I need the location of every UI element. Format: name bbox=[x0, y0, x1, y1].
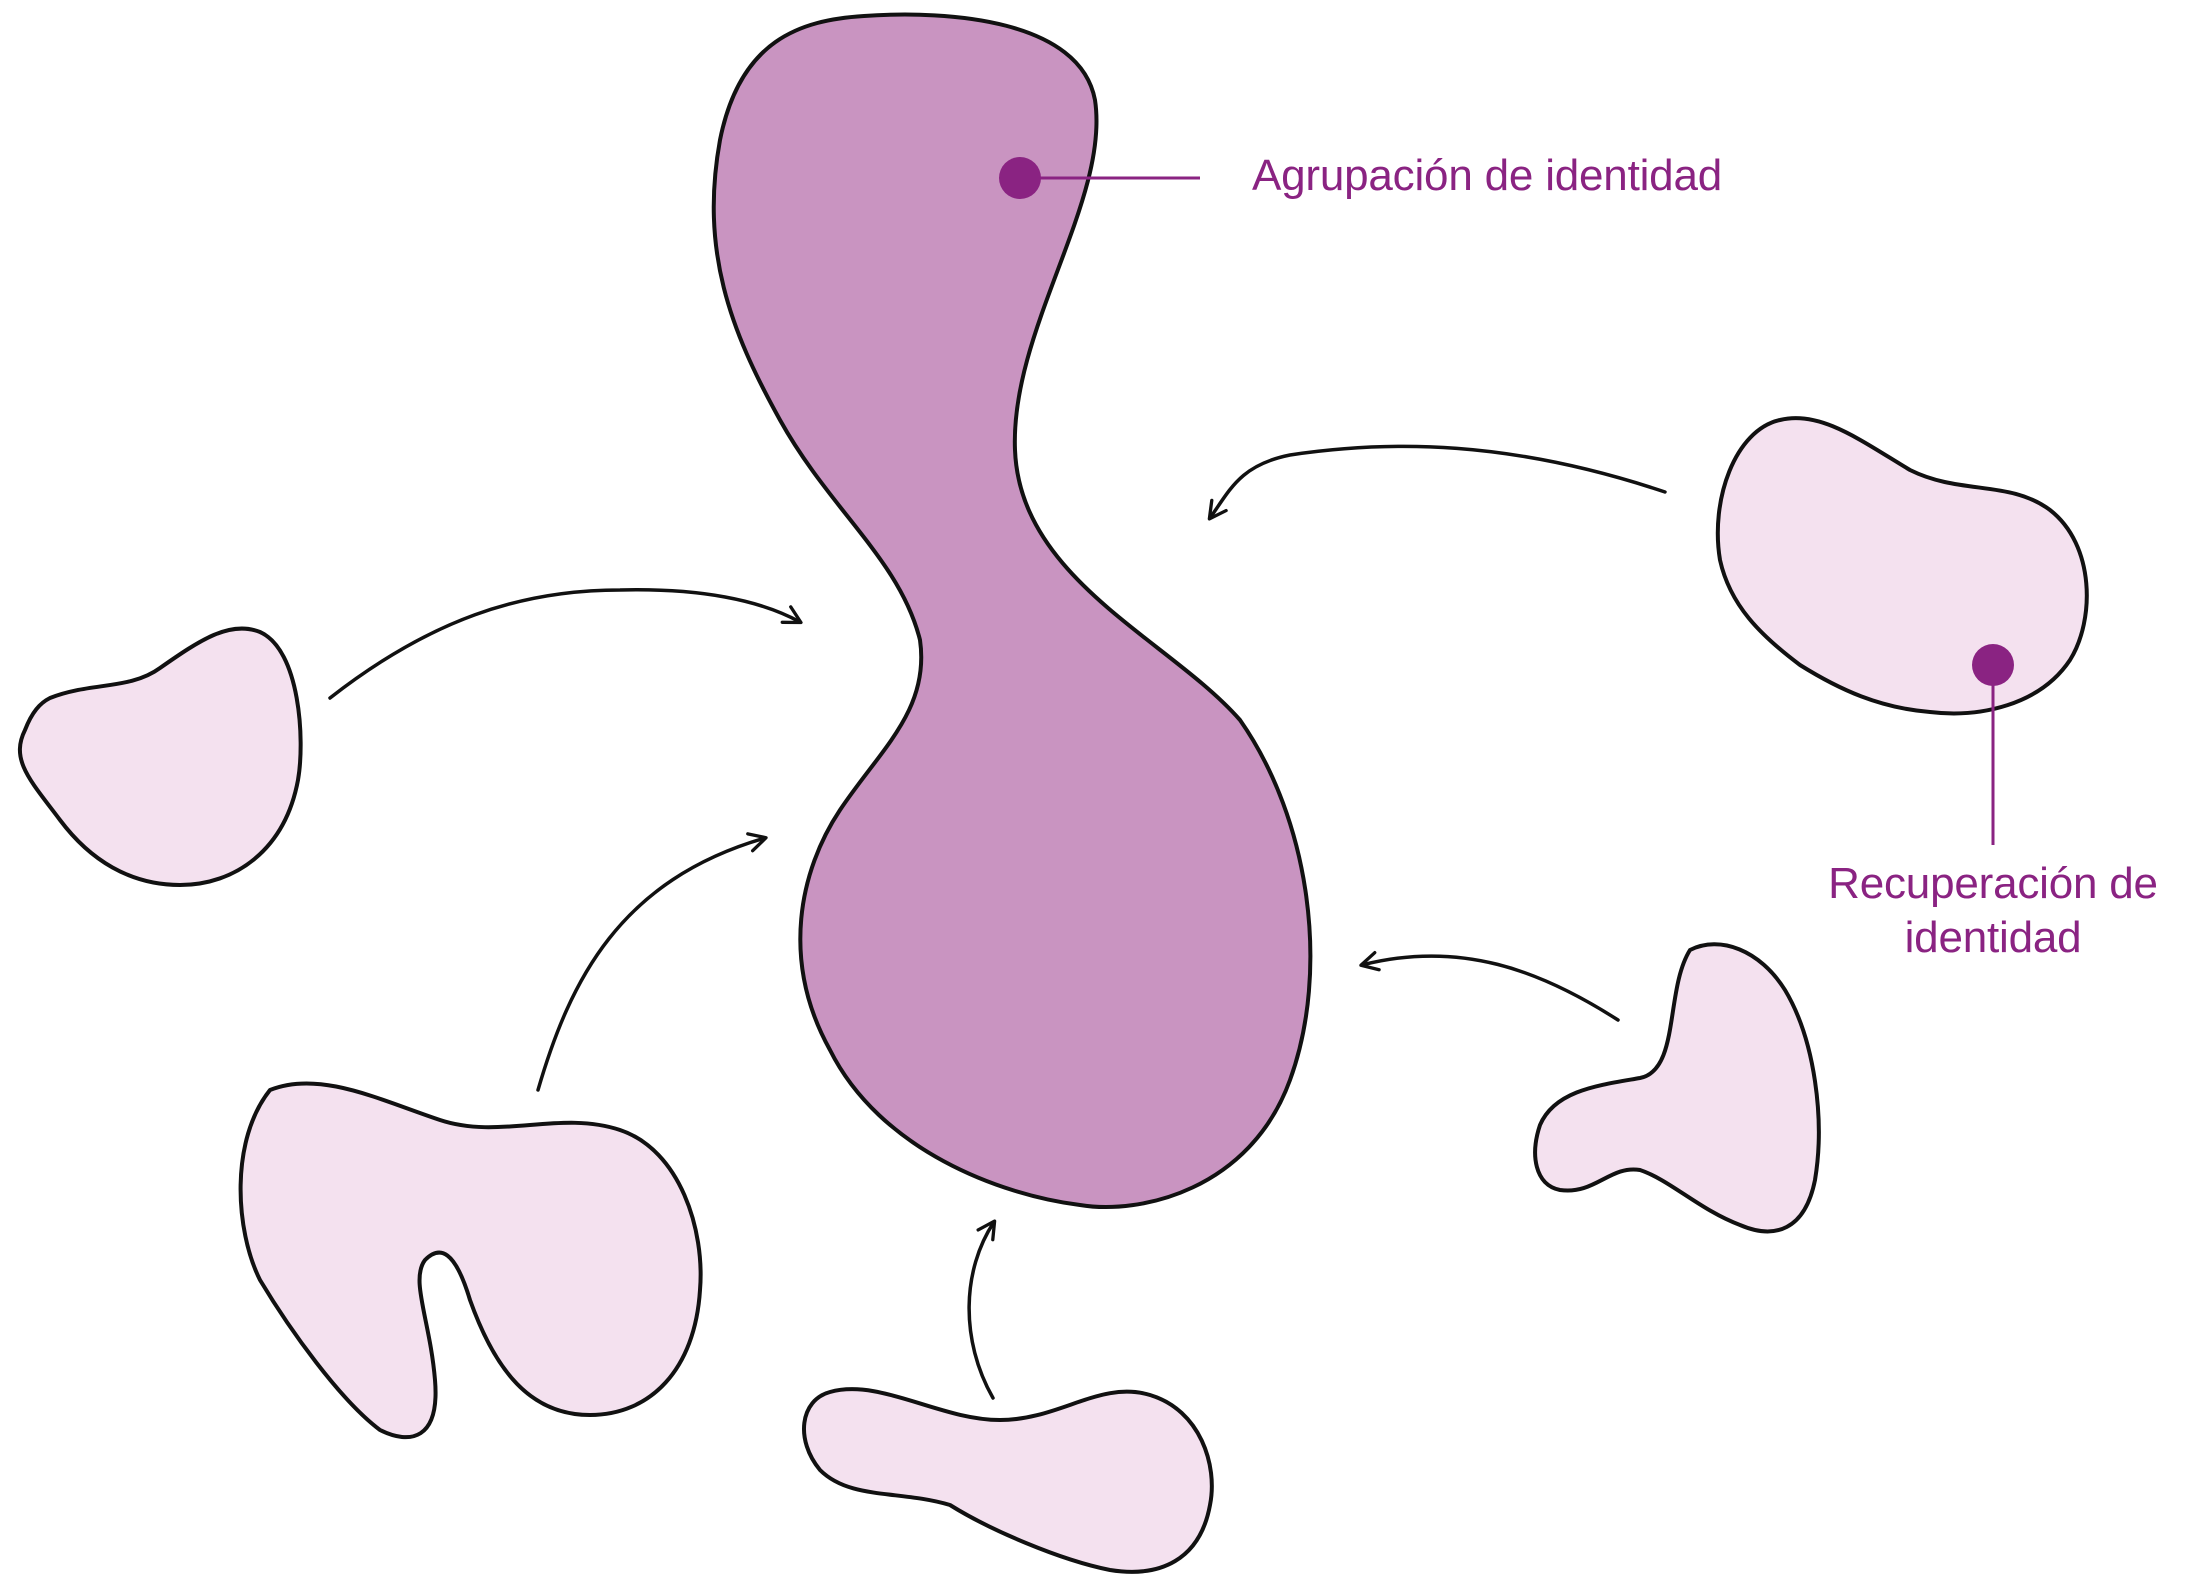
right-top-blob-shape bbox=[1718, 418, 2087, 713]
left-blob-shape bbox=[20, 628, 301, 885]
identity-recovery-label-line2: identidad bbox=[1905, 913, 2082, 962]
identity-recovery-label-line1: Recuperación de bbox=[1828, 859, 2158, 908]
arrow-from-right-top bbox=[1210, 446, 1665, 518]
top-callout-dot bbox=[999, 157, 1041, 199]
right-bottom-blob-shape bbox=[1535, 944, 1819, 1231]
identity-cluster-label: Agrupación de identidad bbox=[1252, 151, 1722, 200]
arrow-from-right-bottom bbox=[1362, 956, 1618, 1020]
bottom-callout-dot bbox=[1972, 644, 2014, 686]
bottom-left-blob-shape bbox=[241, 1083, 701, 1437]
arrow-from-left bbox=[330, 590, 800, 698]
arrow-from-bottom-left bbox=[538, 838, 765, 1090]
bottom-blob-shape bbox=[804, 1389, 1212, 1572]
arrow-from-bottom bbox=[969, 1222, 994, 1398]
